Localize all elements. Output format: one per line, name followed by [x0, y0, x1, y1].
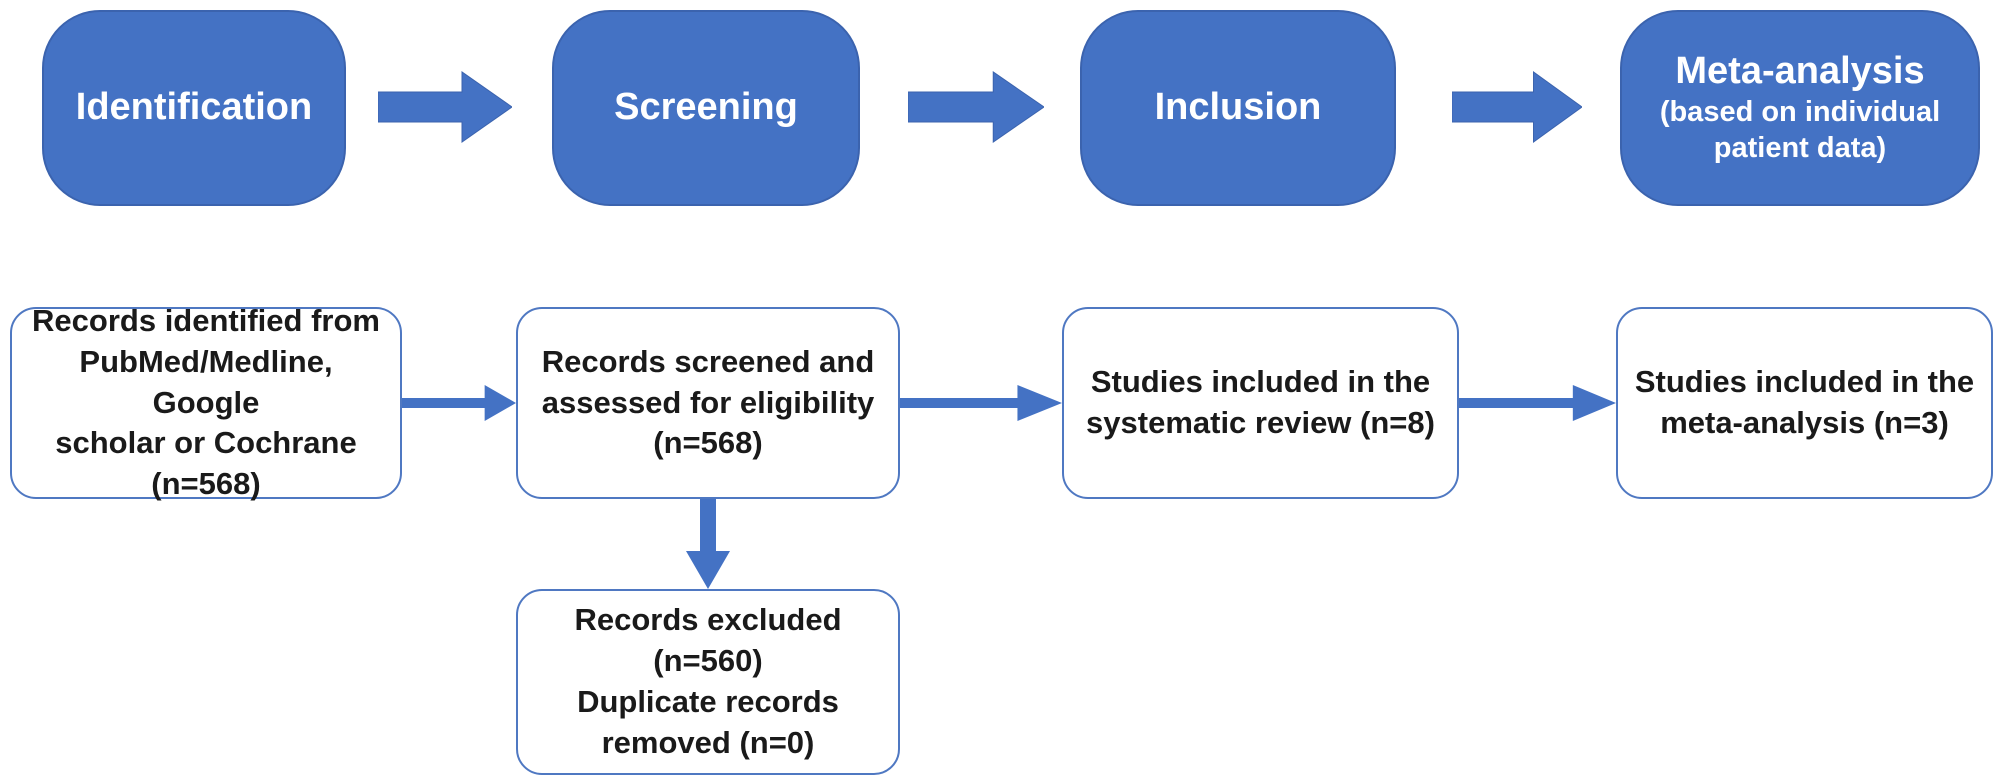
flow-box-records-excluded: Records excluded (n=560) Duplicate recor… [516, 589, 900, 775]
flow-box-studies-systematic-review-text: Studies included in the systematic revie… [1086, 364, 1435, 440]
stage-label-screening: Screening [614, 86, 798, 129]
stage-sublabel-meta-analysis: (based on individual patient data) [1659, 96, 1941, 164]
stage-label-identification: Identification [75, 86, 313, 129]
stage-pill-meta-analysis: Meta-analysis (based on individual patie… [1620, 10, 1980, 206]
flow-box-records-identified: Records identified from PubMed/Medline, … [10, 303, 402, 501]
flow-box-studies-systematic-review: Studies included in the systematic revie… [1062, 307, 1459, 499]
flow-box-studies-meta-analysis: Studies included in the meta-analysis (n… [1616, 307, 1993, 499]
flow-box-studies-meta-analysis-text: Studies included in the meta-analysis (n… [1634, 364, 1975, 440]
flow-box-records-screened: Records screened and assessed for eligib… [516, 307, 900, 499]
arrow-right-icon-systematic-review-to-meta-analysis [1459, 385, 1616, 421]
stage-pill-screening: Screening [552, 10, 860, 206]
stage-pill-inclusion: Inclusion [1080, 10, 1396, 206]
flow-box-records-excluded-text: Records excluded (n=560) Duplicate recor… [574, 602, 842, 760]
flow-box-records-screened-text: Records screened and assessed for eligib… [541, 343, 875, 461]
arrow-right-icon-inclusion-to-meta-analysis [1452, 71, 1582, 143]
arrow-right-icon-screening-to-inclusion [908, 71, 1044, 143]
arrow-down-icon-screened-to-excluded [686, 499, 730, 589]
flow-box-records-identified-text: Records identified from PubMed/Medline, … [32, 302, 380, 502]
stage-pill-identification: Identification [42, 10, 346, 206]
stage-label-meta-analysis: Meta-analysis [1675, 49, 1925, 92]
arrow-right-icon-screened-to-systematic-review [900, 385, 1062, 421]
stage-label-inclusion: Inclusion [1154, 86, 1322, 129]
arrow-right-icon-identification-to-screening [378, 71, 512, 143]
arrow-right-icon-identified-to-screened [402, 385, 516, 421]
